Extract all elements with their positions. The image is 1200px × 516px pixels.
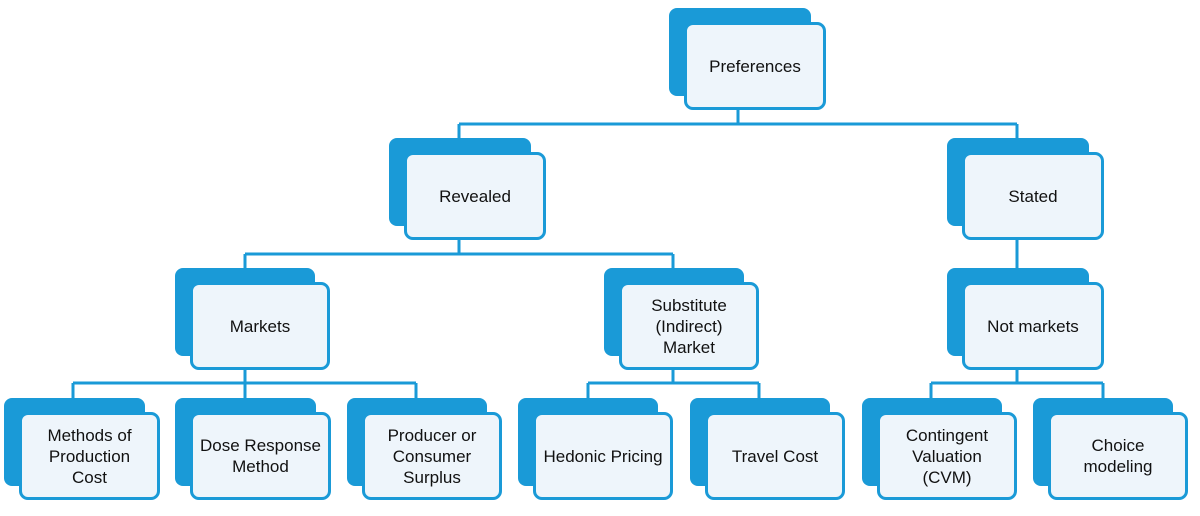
node-not-markets: Not markets	[962, 282, 1104, 370]
node-label: Markets	[229, 316, 291, 336]
node-dose-response-method: Dose Response Method	[190, 412, 331, 500]
connector-preferences	[457, 110, 1019, 138]
node-label: Revealed	[439, 186, 511, 206]
node-travel-cost: Travel Cost	[705, 412, 845, 500]
node-label: Producer or Consumer Surplus	[387, 425, 477, 487]
node-label: Dose Response Method	[200, 436, 321, 476]
node-methods-of-production-cost: Methods of Production Cost	[19, 412, 160, 500]
node-label: Preferences	[709, 56, 801, 76]
node-producer-consumer-surplus: Producer or Consumer Surplus	[362, 412, 502, 500]
node-substitute-market: Substitute (Indirect) Market	[619, 282, 759, 370]
node-label: Methods of Production Cost	[47, 425, 132, 487]
node-preferences: Preferences	[684, 22, 826, 110]
node-label: Travel Cost	[731, 446, 819, 466]
node-label: Not markets	[987, 316, 1079, 336]
connector-markets	[71, 370, 418, 398]
node-hedonic-pricing: Hedonic Pricing	[533, 412, 673, 500]
node-label: Contingent Valuation (CVM)	[905, 425, 989, 487]
node-stated: Stated	[962, 152, 1104, 240]
node-choice-modeling: Choice modeling	[1048, 412, 1188, 500]
node-label: Stated	[1008, 186, 1058, 206]
node-revealed: Revealed	[404, 152, 546, 240]
connector-revealed	[243, 240, 675, 268]
node-label: Substitute (Indirect) Market	[651, 295, 727, 357]
node-contingent-valuation: Contingent Valuation (CVM)	[877, 412, 1017, 500]
node-label: Hedonic Pricing	[543, 446, 663, 466]
connector-not-markets	[929, 370, 1105, 398]
node-markets: Markets	[190, 282, 330, 370]
connector-substitute-market	[586, 370, 761, 398]
node-label: Choice modeling	[1083, 436, 1153, 476]
